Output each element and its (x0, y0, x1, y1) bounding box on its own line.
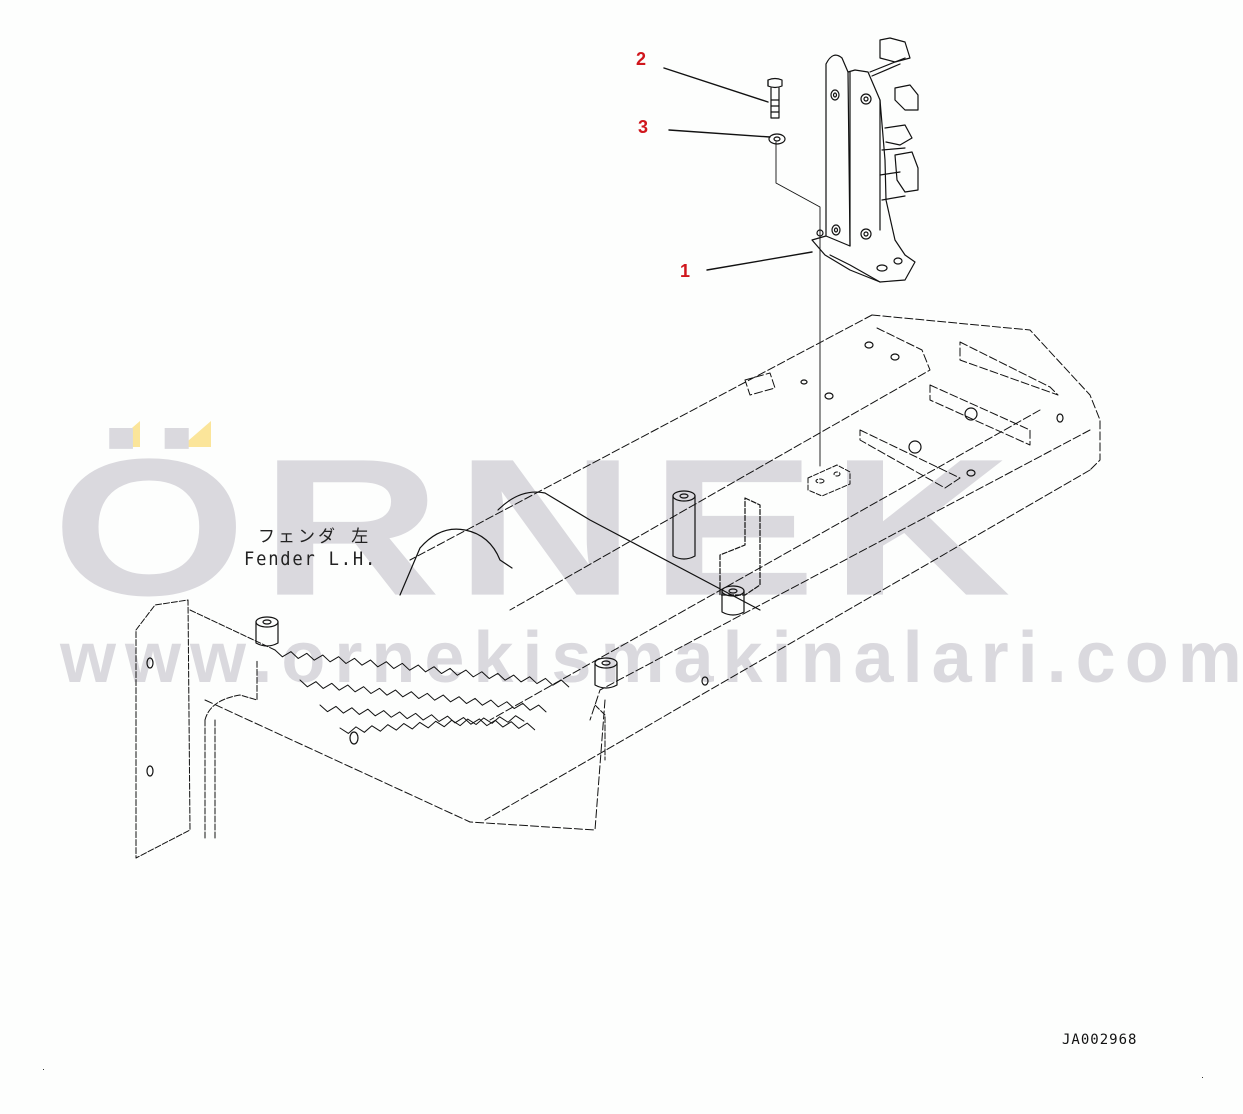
assembly-label-english: Fender L.H. (244, 548, 378, 570)
callout-2[interactable]: 2 (636, 49, 647, 69)
mounting-pad (807, 464, 851, 497)
callout-1[interactable]: 1 (680, 261, 691, 281)
callout-3[interactable]: 3 (638, 117, 649, 137)
fender-arch (399, 491, 761, 611)
spacer-pins (255, 490, 745, 689)
drawing-id: JA002968 (1062, 1032, 1138, 1048)
bolt-part (767, 77, 783, 119)
assembly-label-japanese: フェンダ 左 (258, 527, 372, 547)
washer-part (768, 133, 786, 145)
fender-frame (204, 314, 1101, 831)
step-treads (274, 649, 570, 734)
stray-dot (43, 1069, 44, 1070)
step-assembly (135, 599, 606, 859)
frame-holes (146, 341, 1064, 777)
bracket-part (811, 37, 919, 283)
stray-dot (1202, 1077, 1203, 1078)
leader-lines (663, 67, 821, 467)
